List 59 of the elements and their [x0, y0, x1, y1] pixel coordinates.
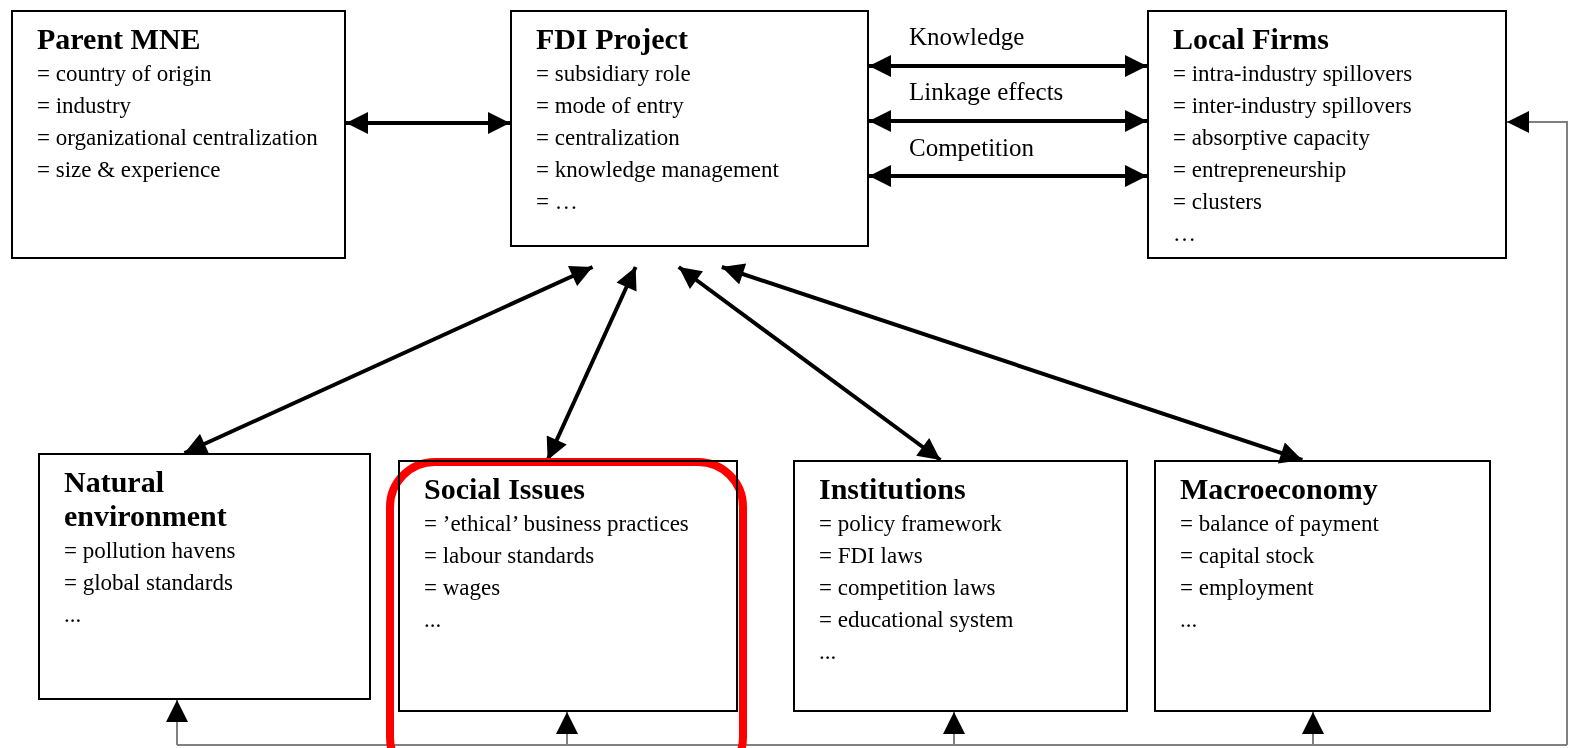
arrow: [556, 711, 578, 746]
box-heading: FDI Project: [536, 22, 689, 56]
factor-box: [1147, 10, 1507, 259]
list-item: = wages: [424, 574, 502, 602]
list-item: ...: [1180, 606, 1199, 634]
list-item: = labour standards: [424, 542, 596, 570]
arrow: [166, 699, 188, 746]
arrow: [869, 165, 1147, 187]
list-item: = educational system: [819, 606, 1015, 634]
arrow: [1302, 711, 1324, 746]
factor-box: [38, 453, 371, 700]
list-item: = global standards: [64, 569, 234, 597]
list-item: = mode of entry: [536, 92, 685, 120]
list-item: = absorptive capacity: [1173, 124, 1371, 152]
factor-box: [398, 460, 738, 712]
list-item: = entrepreneurship: [1173, 156, 1348, 184]
arrow: [869, 110, 1147, 132]
arrow: [183, 265, 594, 455]
arrow: [346, 112, 510, 134]
list-item: = country of origin: [37, 60, 213, 88]
arrow: [721, 263, 1303, 464]
factor-box: [510, 10, 869, 247]
list-item: = balance of payment: [1180, 510, 1380, 538]
factor-box: [1154, 460, 1491, 712]
list-item: ...: [424, 606, 443, 634]
box-heading: Macroeconomy: [1180, 472, 1379, 506]
list-item: = centralization: [536, 124, 681, 152]
list-item: = pollution havens: [64, 537, 237, 565]
box-heading: Institutions: [819, 472, 967, 506]
list-item: = competition laws: [819, 574, 997, 602]
list-item: = intra-industry spillovers: [1173, 60, 1414, 88]
box-heading: Social Issues: [424, 472, 586, 506]
list-item: ...: [819, 638, 838, 666]
factor-box: [793, 460, 1128, 712]
list-item: = subsidiary role: [536, 60, 692, 88]
list-item: = ’ethical’ business practices: [424, 510, 690, 538]
arrow: [677, 265, 942, 462]
list-item: = …: [536, 188, 579, 216]
box-heading: Parent MNE: [37, 22, 202, 56]
list-item: = policy framework: [819, 510, 1003, 538]
list-item: = capital stock: [1180, 542, 1316, 570]
arrow: [1506, 111, 1568, 746]
list-item: = organizational centralization: [37, 124, 319, 152]
list-item: = size & experience: [37, 156, 222, 184]
arrow: [943, 711, 965, 746]
list-item: = clusters: [1173, 188, 1263, 216]
list-item: = FDI laws: [819, 542, 924, 570]
list-item: = inter-industry spillovers: [1173, 92, 1413, 120]
box-heading: Natural environment: [64, 465, 228, 533]
list-item: ...: [64, 601, 83, 629]
factor-box: [11, 10, 346, 259]
box-heading: Local Firms: [1173, 22, 1330, 56]
list-item: = industry: [37, 92, 133, 120]
list-item: …: [1173, 220, 1197, 248]
list-item: = knowledge management: [536, 156, 780, 184]
list-item: = employment: [1180, 574, 1315, 602]
arrow: [545, 266, 638, 461]
connector-trunk: [176, 744, 1568, 746]
arrow: [869, 55, 1147, 77]
